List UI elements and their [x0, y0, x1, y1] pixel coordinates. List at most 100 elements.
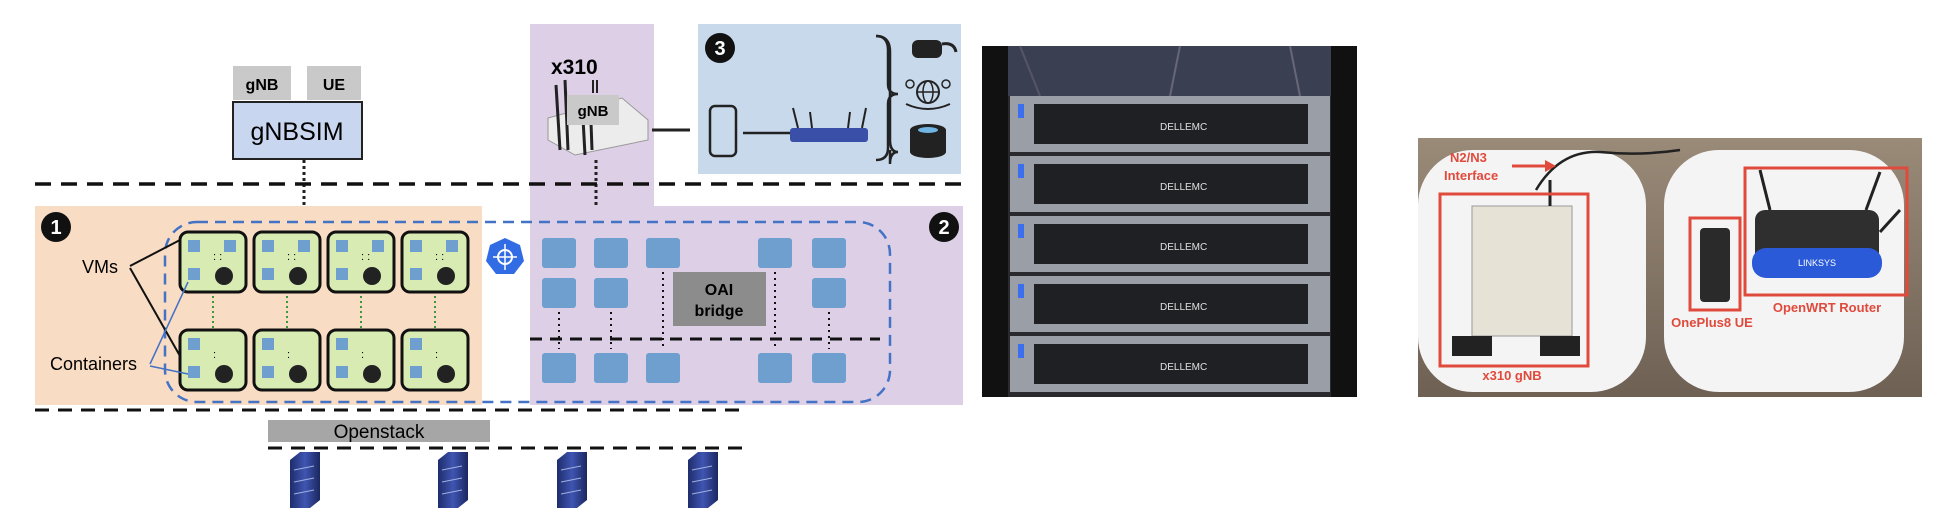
containers-arrow-2 [149, 365, 189, 375]
smart-speaker-icon [910, 124, 946, 158]
container-block [758, 238, 792, 268]
router-front [1752, 248, 1882, 278]
svg-text:: :: : : [435, 251, 444, 263]
marker-1: 1 [41, 212, 71, 242]
server-unit: DELLEMC [1010, 96, 1330, 152]
architecture-diagram: gNB UE gNBSIM x310 gNB [35, 24, 963, 508]
ue-tag: UE [323, 77, 346, 94]
vms-arrow [129, 239, 181, 267]
x310-foot [1452, 336, 1492, 356]
phone-icon [708, 104, 738, 158]
server-unit: DELLEMC [1010, 216, 1330, 272]
marker-1-text: 1 [50, 217, 61, 239]
marker-2: 2 [929, 212, 959, 242]
interface-label-line1: N2/N3 [1450, 150, 1487, 165]
container-block [812, 238, 846, 268]
server-unit: DELLEMC [1010, 336, 1330, 392]
x310-radio: x310 gNB [547, 56, 690, 206]
router-photo-label: OpenWRT Router [1773, 300, 1881, 315]
container-block [594, 353, 628, 383]
testbed-photo: LINKSYS N2/N3 Interface x310 gNB OnePlus… [1418, 138, 1922, 397]
container-block [542, 278, 576, 308]
vm-grid: : : : : : : : : : [178, 230, 470, 392]
interface-arrowhead [1545, 160, 1556, 172]
vr-headset-icon [912, 40, 958, 58]
radio-gnb-tag: gNB [578, 103, 609, 120]
server-icon [688, 452, 718, 508]
radio-gnb-box [567, 95, 619, 125]
ue-photo-label: OnePlus8 UE [1671, 315, 1753, 330]
bridge-line2: bridge [695, 303, 744, 320]
container-block [646, 353, 680, 383]
oneplus-phone [1700, 228, 1730, 302]
wifi-router-icon [790, 107, 868, 142]
gnbsim-box [232, 101, 363, 160]
server-brand-label: DELLEMC [1160, 242, 1207, 253]
container-block [594, 278, 628, 308]
x310-device [1471, 205, 1573, 337]
svg-text::: : [435, 349, 438, 361]
ue-highlight [1688, 216, 1742, 312]
container-block [594, 238, 628, 268]
vm-cell: : : [326, 230, 396, 294]
vm-cell: : : [252, 230, 322, 294]
openstack-label: Openstack [334, 422, 425, 443]
vm-cell: : [326, 328, 396, 392]
server-icon [438, 452, 468, 508]
marker-2-text: 2 [938, 217, 949, 239]
router-brand: LINKSYS [1798, 258, 1836, 268]
x310-foot-2 [1540, 336, 1580, 356]
gnb-tag: gNB [246, 77, 279, 94]
svg-text:: :: : : [361, 251, 370, 263]
router-antenna-2 [1864, 171, 1882, 211]
containers-arrow [149, 281, 189, 365]
server-unit: DELLEMC [1010, 156, 1330, 212]
vm-cell: : [400, 328, 470, 392]
bridge-line1: OAI [705, 282, 733, 299]
svg-text::: : [213, 349, 216, 361]
gnbsim-title: gNBSIM [250, 118, 343, 146]
container-block [812, 278, 846, 308]
container-block [812, 353, 846, 383]
x310-highlight [1438, 192, 1590, 368]
kubernetes-icon [486, 238, 524, 274]
container-block [542, 238, 576, 268]
router-antenna-3 [1878, 208, 1902, 234]
k8s-cluster-boundary [163, 220, 892, 404]
svg-text:: :: : : [287, 251, 296, 263]
vm-cell: : : [400, 230, 470, 294]
cable [1534, 148, 1681, 191]
server-unit: DELLEMC [1010, 276, 1330, 332]
marker-3: 3 [705, 33, 735, 63]
antenna-icon-2 [563, 79, 570, 151]
device-brace-2 [875, 34, 899, 162]
vms-label: VMs [82, 257, 118, 277]
openstack-bar [268, 420, 490, 442]
server-brand-label: DELLEMC [1160, 362, 1207, 373]
container-block [542, 353, 576, 383]
globe-players-icon [905, 79, 951, 110]
gnbsim-block: gNB UE gNBSIM [232, 66, 363, 206]
server-icon [557, 452, 587, 508]
server-brand-label: DELLEMC [1160, 302, 1207, 313]
vm-cell: : : [178, 230, 248, 294]
router-highlight [1743, 166, 1909, 297]
vms-arrow-2 [129, 267, 181, 357]
oai-bridge: OAI bridge [673, 272, 766, 326]
vm-cell: : [252, 328, 322, 392]
gnb-tag-box [233, 66, 291, 100]
interface-label-line2: Interface [1444, 168, 1498, 183]
purple-containers [530, 238, 880, 383]
router-antenna [1758, 169, 1772, 211]
server-icon [290, 452, 320, 508]
vm-cell: : [178, 328, 248, 392]
server-brand-label: DELLEMC [1160, 122, 1207, 133]
svg-text:: :: : : [213, 251, 222, 263]
container-block [646, 238, 680, 268]
svg-text::: : [287, 349, 290, 361]
server-brand-label: DELLEMC [1160, 182, 1207, 193]
ue-tag-box [307, 66, 361, 100]
x310-label: x310 [551, 56, 598, 79]
server-rack-photo: DELLEMC DELLEMC DELLEMC DELLEMC DELLEMC [982, 45, 1357, 397]
